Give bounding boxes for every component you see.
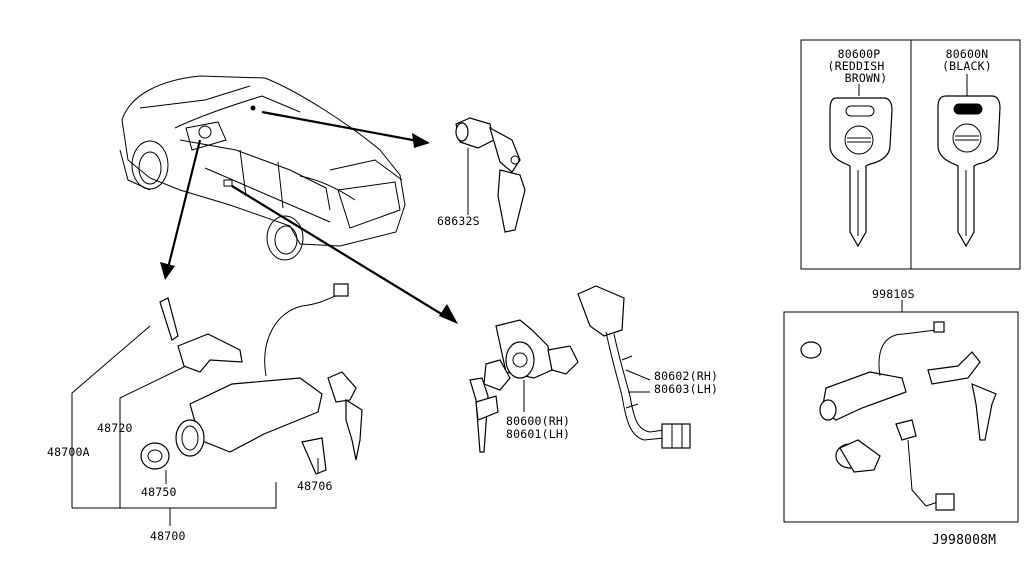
vehicle-illustration [119,75,406,261]
part-label-48720: 48720 [97,421,133,435]
part-label-80600n-color: (BLACK) [942,59,992,73]
part-label-80603-lh: 80603(LH) [654,382,719,396]
part-label-48750: 48750 [141,485,177,499]
back-door-lock-drawing [455,117,526,233]
key-box [800,39,1021,270]
ignition-switch-drawing [71,283,363,526]
part-label-99810s: 99810S [872,287,915,301]
part-label-80601-lh: 80601(LH) [506,427,571,441]
part-label-48700: 48700 [150,529,186,543]
part-label-80600-rh: 80600(RH) [506,414,571,428]
part-label-80600p-code: 80600P [837,47,881,61]
part-label-80600p-color-2: BROWN) [844,71,888,85]
door-lock-cylinder-drawing [469,319,579,453]
part-label-80600p-color-1: (REDDISH [827,59,885,73]
lock-kit-box [783,300,1019,523]
part-label-80600n-code: 80600N [945,47,989,61]
part-label-80602-rh: 80602(RH) [654,369,719,383]
part-label-48706: 48706 [297,479,333,493]
part-label-48700a: 48700A [47,445,90,459]
diagram-id: J998008M [932,533,997,548]
part-label-68632s: 68632S [437,214,480,228]
door-lock-harness-drawing [577,285,691,449]
callout-arrows [160,110,458,324]
